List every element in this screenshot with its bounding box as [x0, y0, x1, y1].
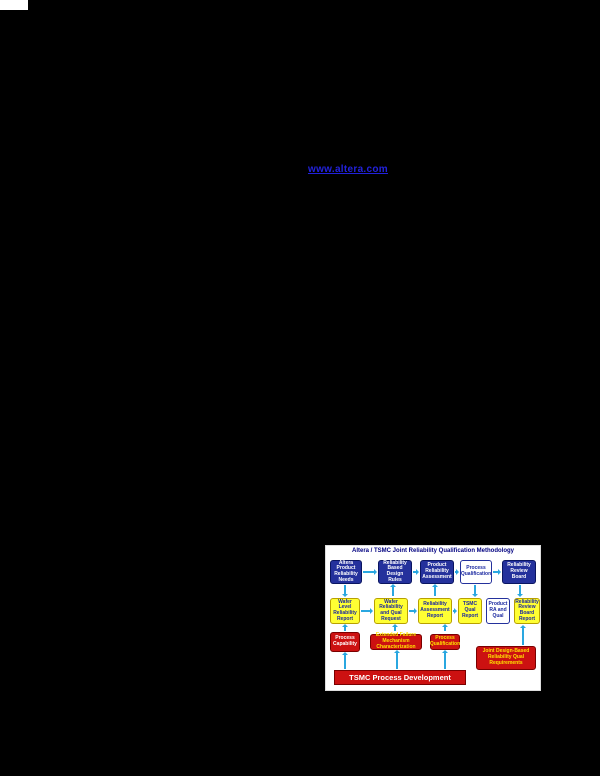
- arrow: [453, 608, 457, 614]
- arrow: [390, 584, 396, 596]
- flow-box-product-ra-and-qual: Product RA and Qual: [486, 598, 510, 624]
- flow-box-tsmc-qual-report: TSMC Qual Report: [458, 598, 482, 624]
- qualification-methodology-figure: Altera / TSMC Joint Reliability Qualific…: [325, 545, 541, 691]
- flow-box-joint-design-based-qual-requirements: Joint Design-Based Reliability Qual Requ…: [476, 646, 536, 670]
- arrow: [363, 569, 377, 575]
- arrow: [432, 584, 438, 596]
- flow-box-product-reliability-assessment: Product Reliability Assessment: [420, 560, 454, 584]
- arrow: [392, 624, 398, 631]
- flow-box-wafer-reliability-qual-request: Wafer Reliability and Qual Request: [374, 598, 408, 624]
- flow-box-process-capability: Process Capability: [330, 632, 360, 652]
- arrow: [442, 624, 448, 631]
- figure-title: Altera / TSMC Joint Reliability Qualific…: [351, 548, 514, 554]
- arrow: [455, 569, 459, 575]
- flow-box-extended-failure-mechanism: Extended Failure Mechanism Characterizat…: [370, 633, 422, 650]
- flow-box-altera-product-reliability-needs: Altera Product Reliability Needs: [330, 560, 362, 584]
- flow-box-reliability-assessment-report: Reliability Assessment Report: [418, 598, 452, 624]
- arrow: [394, 650, 400, 669]
- flow-box-reliability-based-design-rules: Reliability Based Design Rules: [378, 560, 412, 584]
- figure-banner-tsmc-process-development: TSMC Process Development: [334, 670, 466, 685]
- flow-box-process-qualification: Process Qualification: [460, 560, 492, 584]
- arrow: [342, 624, 348, 631]
- arrow: [342, 652, 348, 669]
- top-left-page-margin: [0, 0, 28, 10]
- arrow: [442, 650, 448, 669]
- flow-box-wafer-level-reliability-report: Wafer Level Reliability Report: [330, 598, 360, 624]
- hyperlink[interactable]: www.altera.com: [308, 164, 388, 175]
- arrow: [413, 569, 419, 575]
- arrow: [409, 608, 417, 614]
- arrow: [517, 585, 523, 597]
- flow-box-process-qualification-red: Process Qualification: [430, 634, 460, 650]
- flow-box-reliability-review-board-report: Reliability Review Board Report: [514, 598, 540, 624]
- arrow: [520, 625, 526, 645]
- arrow: [361, 608, 373, 614]
- arrow: [472, 585, 478, 597]
- arrow: [493, 569, 501, 575]
- flow-box-reliability-review-board: Reliability Review Board: [502, 560, 536, 584]
- arrow: [342, 585, 348, 597]
